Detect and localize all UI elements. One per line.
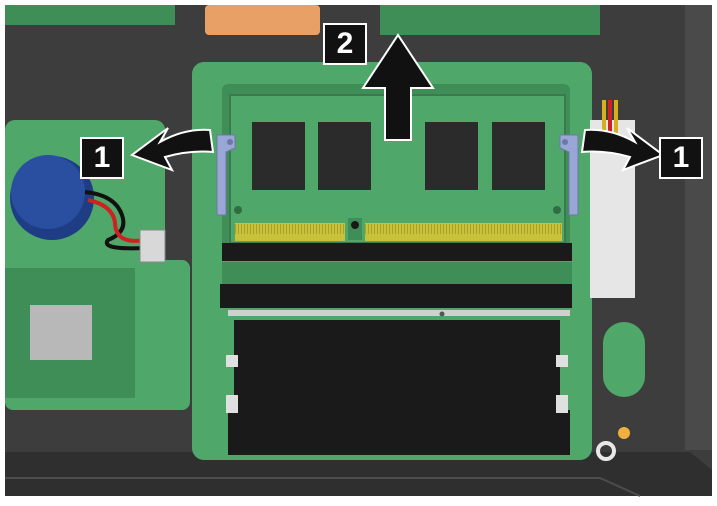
top-left-board-strip [5, 5, 175, 25]
step-1-right-label: 1 [659, 137, 703, 179]
memory-chip-1 [252, 122, 305, 190]
top-right-board-strip [380, 5, 600, 35]
coin-cell-battery [11, 155, 85, 229]
right-latch-pin [562, 139, 568, 145]
slot-divider [222, 262, 572, 284]
notch-key [351, 221, 359, 229]
lower-slot-top [220, 284, 572, 308]
chip [30, 305, 92, 360]
module-hole-right [553, 206, 561, 214]
step-1-left-label: 1 [80, 137, 124, 179]
memory-chip-3 [425, 122, 478, 190]
lower-right-clip-2 [556, 395, 568, 413]
memory-chip-4 [492, 122, 545, 190]
module-hole-left [234, 206, 242, 214]
lower-left-clip-1 [226, 355, 238, 367]
upper-slot-base [222, 243, 572, 261]
chassis-right-edge [685, 5, 712, 450]
connector-tab [205, 5, 320, 35]
memory-chip-2 [318, 122, 371, 190]
step-2-label: 2 [323, 23, 367, 65]
indicator-dot [618, 427, 630, 439]
lower-memory-slot [228, 320, 570, 455]
lower-slot-key [440, 312, 445, 317]
lower-left-clip-2 [226, 395, 238, 413]
lower-right-clip-1 [556, 355, 568, 367]
right-oval-pad [603, 322, 645, 397]
lower-slot-rail [228, 310, 570, 316]
gold-contacts-right [365, 223, 562, 241]
left-latch-pin [227, 139, 233, 145]
battery-connector [140, 230, 165, 262]
